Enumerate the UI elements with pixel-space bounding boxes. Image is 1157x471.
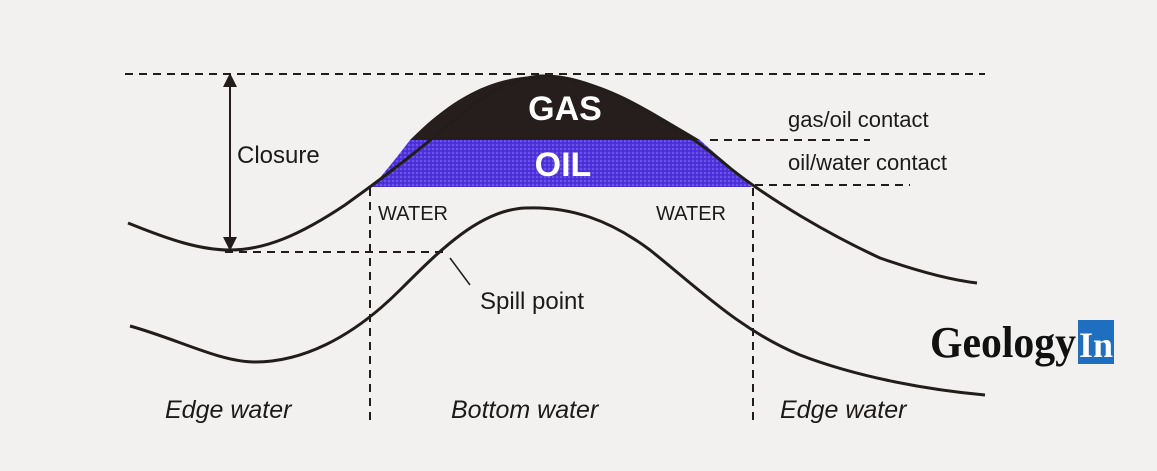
oil-zone bbox=[372, 140, 752, 187]
water-label-right: WATER bbox=[656, 203, 726, 225]
closure-label: Closure bbox=[237, 142, 320, 169]
geology-in-logo: Geology In bbox=[930, 318, 1114, 367]
oil-label: OIL bbox=[535, 146, 592, 184]
logo-badge-text: In bbox=[1079, 325, 1113, 365]
spill-point-label: Spill point bbox=[480, 288, 584, 315]
edge-water-right-label: Edge water bbox=[780, 396, 908, 424]
gas-label: GAS bbox=[528, 90, 602, 128]
gas-cap bbox=[410, 76, 700, 140]
upper-formation-curve bbox=[127, 74, 978, 285]
water-label-left: WATER bbox=[378, 203, 448, 225]
spill-point-leader bbox=[449, 257, 471, 286]
bottom-water-label: Bottom water bbox=[451, 396, 600, 424]
gas-oil-contact-label: gas/oil contact bbox=[788, 107, 929, 132]
edge-water-left-label: Edge water bbox=[165, 396, 293, 424]
oil-water-contact-label: oil/water contact bbox=[788, 150, 947, 175]
lower-formation-curve bbox=[129, 206, 986, 397]
logo-text: Geology bbox=[930, 318, 1076, 367]
logo-badge bbox=[1078, 320, 1114, 364]
